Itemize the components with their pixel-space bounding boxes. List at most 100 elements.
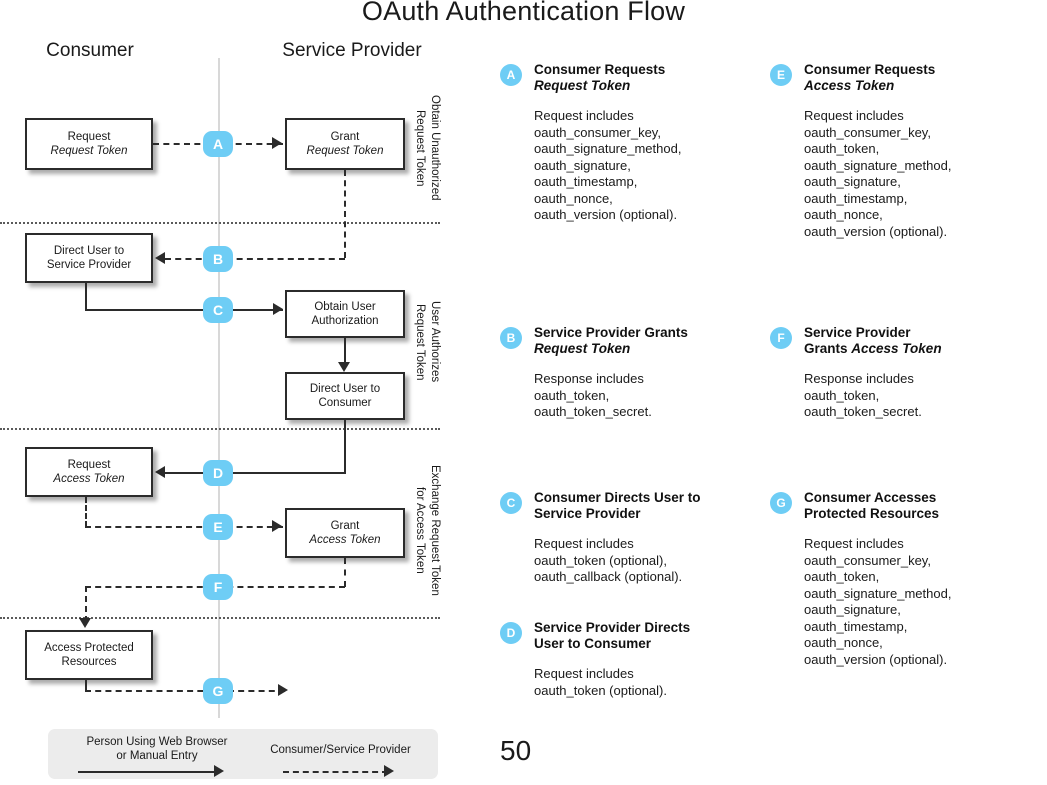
legend-badge-d[interactable]: D xyxy=(500,622,522,644)
legend-badge-g[interactable]: G xyxy=(770,492,792,514)
connector-b-vertical xyxy=(344,170,346,258)
legend-body-f: Response includes oauth_token, oauth_tok… xyxy=(804,371,922,419)
legend-title-italic-b: Request Token xyxy=(534,341,631,356)
legend-title-a: Consumer Requests xyxy=(534,62,666,77)
legend-body-a: Request includes oauth_consumer_key, oau… xyxy=(534,108,682,222)
badge-f[interactable]: F xyxy=(203,574,233,600)
connector-b-dashed xyxy=(165,258,345,260)
box-line-2: Resources xyxy=(61,656,117,668)
arrow-d-head xyxy=(155,466,165,478)
legend-title-italic-a: Request Token xyxy=(534,78,631,93)
connector-f-vertical-left xyxy=(85,586,87,622)
phase-separator-2 xyxy=(0,428,440,430)
badge-a[interactable]: A xyxy=(203,131,233,157)
box-line-2: Authorization xyxy=(311,315,379,327)
box-line-1: Grant xyxy=(330,131,360,143)
badge-b[interactable]: B xyxy=(203,246,233,272)
legend-body-c: Request includes oauth_token (optional),… xyxy=(534,536,683,584)
legend-title-g-2: Protected Resources xyxy=(804,506,940,521)
box-line-1: Request xyxy=(67,131,111,143)
connector-d-vertical xyxy=(344,420,346,473)
legend-badge-a[interactable]: A xyxy=(500,64,522,86)
legend-title-b: Service Provider Grants xyxy=(534,325,688,340)
box-line-1: Grant xyxy=(330,520,360,532)
arrow-f-head xyxy=(79,618,91,628)
connector-g-vertical xyxy=(85,680,87,690)
box-direct-user-to-consumer[interactable]: Direct User to Consumer xyxy=(285,372,405,420)
legend-title-c: Consumer Directs User to xyxy=(534,490,701,505)
arrow-c-head xyxy=(273,303,283,315)
connector-d-horizontal xyxy=(163,472,346,474)
arrow-auth-to-direct-head xyxy=(338,362,350,372)
swimlane-divider xyxy=(218,58,220,718)
key-solid-arrow-head xyxy=(214,765,224,777)
arrow-e-head xyxy=(272,520,282,532)
legend-title-f-2: Grants xyxy=(804,341,852,356)
page-number: 50 xyxy=(500,735,532,766)
legend-body-g: Request includes oauth_consumer_key, oau… xyxy=(804,536,952,667)
legend-body-b: Response includes oauth_token, oauth_tok… xyxy=(534,371,652,419)
box-access-protected-resources[interactable]: Access Protected Resources xyxy=(25,630,153,680)
legend-body-d: Request includes oauth_token (optional). xyxy=(534,666,667,698)
box-direct-user-to-service-provider[interactable]: Direct User to Service Provider xyxy=(25,233,153,283)
box-line-2: Request Token xyxy=(50,145,128,157)
phase-label-exchange-request-token: Exchange Request Token for Access Token xyxy=(414,465,441,596)
arrow-b-head xyxy=(155,252,165,264)
arrow-a-head xyxy=(272,137,282,149)
legend-badge-f[interactable]: F xyxy=(770,327,792,349)
box-line-1: Direct User to xyxy=(53,245,125,257)
arrow-g-head xyxy=(278,684,288,696)
key-solid-arrow-line xyxy=(78,771,218,773)
legend-title-italic-e: Access Token xyxy=(804,78,895,93)
key-left-label-line1: Person Using Web Browser xyxy=(86,736,228,748)
connector-e-horizontal xyxy=(85,526,283,528)
legend-title-c-2: Service Provider xyxy=(534,506,641,521)
connector-f-vertical-right xyxy=(344,558,346,587)
box-line-2: Service Provider xyxy=(46,259,132,271)
badge-d[interactable]: D xyxy=(203,460,233,486)
box-line-1: Request xyxy=(67,459,111,471)
legend-title-e: Consumer Requests xyxy=(804,62,936,77)
box-line-2: Access Token xyxy=(309,534,381,546)
connector-auth-to-direct-vertical xyxy=(344,338,346,366)
legend-title-g: Consumer Accesses xyxy=(804,490,937,505)
legend-badge-c[interactable]: C xyxy=(500,492,522,514)
box-request-request-token[interactable]: Request Request Token xyxy=(25,118,153,170)
box-obtain-user-authorization[interactable]: Obtain User Authorization xyxy=(285,290,405,338)
box-line-2: Access Token xyxy=(53,473,125,485)
box-grant-access-token[interactable]: Grant Access Token xyxy=(285,508,405,558)
phase-label-user-authorizes-request-token: User Authorizes Request Token xyxy=(414,301,441,383)
box-line-1: Obtain User xyxy=(314,301,376,313)
phase-separator-3 xyxy=(0,617,440,619)
legend-key-panel: Person Using Web Browser or Manual Entry… xyxy=(48,729,438,779)
box-line-1: Direct User to xyxy=(309,383,381,395)
column-heading-service-provider: Service Provider xyxy=(282,40,422,61)
box-line-1: Access Protected xyxy=(44,642,134,654)
column-heading-consumer: Consumer xyxy=(46,40,134,61)
legend-badge-b[interactable]: B xyxy=(500,327,522,349)
key-dashed-arrow-line xyxy=(283,771,388,773)
legend-badge-e[interactable]: E xyxy=(770,64,792,86)
key-left-label-line2: or Manual Entry xyxy=(116,750,198,762)
box-grant-request-token[interactable]: Grant Request Token xyxy=(285,118,405,170)
page-title: OAuth Authentication Flow xyxy=(361,0,686,26)
legend-title-f: Service Provider xyxy=(804,325,911,340)
badge-e[interactable]: E xyxy=(203,514,233,540)
badge-c[interactable]: C xyxy=(203,297,233,323)
phase-label-obtain-unauthorized-request-token: Obtain Unauthorized Request Token xyxy=(414,95,441,201)
key-dashed-arrow-head xyxy=(384,765,394,777)
phase-separator-1 xyxy=(0,222,440,224)
connector-e-vertical xyxy=(85,497,87,527)
box-line-2: Consumer xyxy=(318,397,372,409)
connector-c-horizontal xyxy=(85,309,283,311)
badge-g[interactable]: G xyxy=(203,678,233,704)
connector-g-horizontal xyxy=(85,690,285,692)
box-request-access-token[interactable]: Request Access Token xyxy=(25,447,153,497)
